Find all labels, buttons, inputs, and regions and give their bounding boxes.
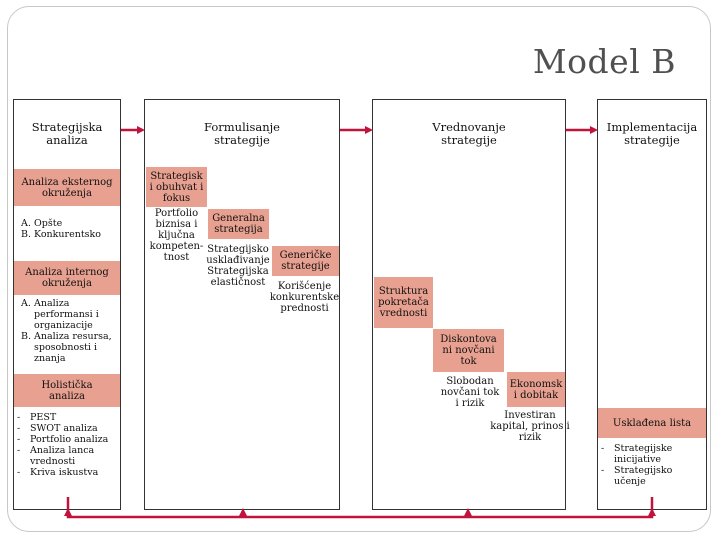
text-strategic-alignment: Strategijsko usklađivanje Strategijska e… [206,244,270,288]
column-header: Vrednovanje strategije [432,120,506,147]
list-item: -SWOT analiza [17,423,98,434]
slide-title: Model B [532,42,676,81]
feedback-loop-line [66,497,654,519]
list-implementation: -Strategijske inicijative -Strategijsko … [601,443,705,487]
list-item: -PEST [17,412,57,423]
list-item: A.Analiza performansi i organizacije [21,298,99,331]
list-internal: A.Analiza performansi i organizacije B.A… [21,298,118,364]
column-strategy-formulation: Formulisanje strategije Strategisk i obu… [144,99,340,510]
text-invested-capital: Investiran kapital, prinos i rizik [490,410,570,443]
column-header: Formulisanje strategije [204,120,280,147]
box-discounted-cash-flow: Diskontova ni novčani tok [433,329,504,372]
box-holistic-analysis: Holistička analiza [14,374,120,407]
list-item: -Portfolio analiza [17,434,109,445]
list-item: B.Konkurentsko [21,229,102,240]
list-item: B.Analiza resursa, sposobnosti i znanja [21,331,112,364]
box-general-strategy: Generalna strategija [208,209,269,239]
box-economic-profit: Ekonomsk i dobitak [507,372,565,407]
text-free-cash-flow: Slobodan novčani tok i rizik [440,376,500,409]
column-strategy-valuation: Vrednovanje strategije Struktura pokreta… [372,99,570,510]
box-external-analysis: Analiza eksternog okruženja [14,169,120,206]
list-item: -Analiza lanca vrednosti [17,445,95,467]
box-aligned-list: Usklađena lista [598,408,706,438]
text-competitive-advantage: Korišćenje konkurentske prednosti [269,281,340,314]
list-external: A.Opšte B.Konkurentsko [21,218,117,240]
column-strategic-analysis: Strategijska analiza Analiza eksternog o… [13,99,121,510]
list-item: -Strategijsko učenje [601,465,673,487]
box-value-drivers: Struktura pokretača vrednosti [374,277,433,328]
list-item: A.Opšte [21,218,63,229]
slide-frame [7,6,711,532]
list-item: -Strategijske inicijative [601,443,673,465]
box-generic-strategies: Generičke strategije [272,246,339,276]
box-internal-analysis: Analiza internog okruženja [14,261,120,295]
column-header: Implementacija strategije [606,120,698,147]
box-strategic-scope: Strategisk i obuhvat i fokus [146,167,207,207]
text-portfolio-competence: Portfolio biznisa i ključna kompeten- tn… [149,208,204,263]
column-header: Strategijska analiza [31,120,103,147]
column-strategy-implementation: Implementacija strategije Usklađena list… [597,99,707,510]
list-holistic: -PEST -SWOT analiza -Portfolio analiza -… [17,412,117,478]
list-item: -Kriva iskustva [17,467,99,478]
